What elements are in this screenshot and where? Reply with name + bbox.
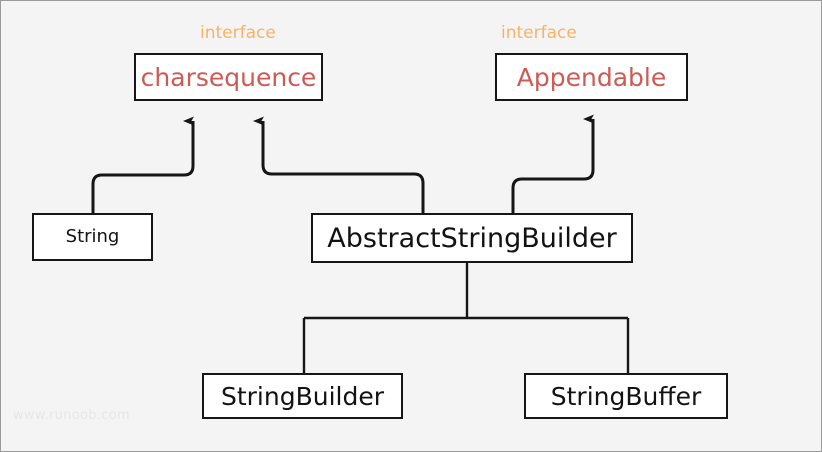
- edge-asb-to-charsequence: [253, 116, 425, 213]
- node-charsequence[interactable]: charsequence: [134, 53, 323, 101]
- node-charsequence-label: charsequence: [140, 62, 317, 92]
- node-string-buffer-label: StringBuffer: [550, 381, 702, 411]
- site-watermark: www.runoob.com: [13, 408, 130, 423]
- stereotype-label-appendable: interface: [501, 23, 577, 43]
- edge-string-to-charsequence: [91, 116, 195, 213]
- node-string-label: String: [65, 226, 120, 247]
- node-abstract-string-builder[interactable]: AbstractStringBuilder: [311, 213, 633, 263]
- node-string[interactable]: String: [32, 213, 153, 261]
- node-abstract-string-builder-label: AbstractStringBuilder: [327, 222, 617, 254]
- node-string-builder-label: StringBuilder: [220, 381, 385, 411]
- node-string-builder[interactable]: StringBuilder: [202, 373, 403, 419]
- node-appendable[interactable]: Appendable: [495, 53, 688, 101]
- node-string-buffer[interactable]: StringBuffer: [524, 373, 728, 419]
- node-appendable-label: Appendable: [516, 62, 667, 92]
- edge-asb-to-appendable: [511, 114, 595, 213]
- stereotype-label-charsequence: interface: [200, 23, 276, 43]
- edge-asb-to-subclasses: [302, 263, 630, 373]
